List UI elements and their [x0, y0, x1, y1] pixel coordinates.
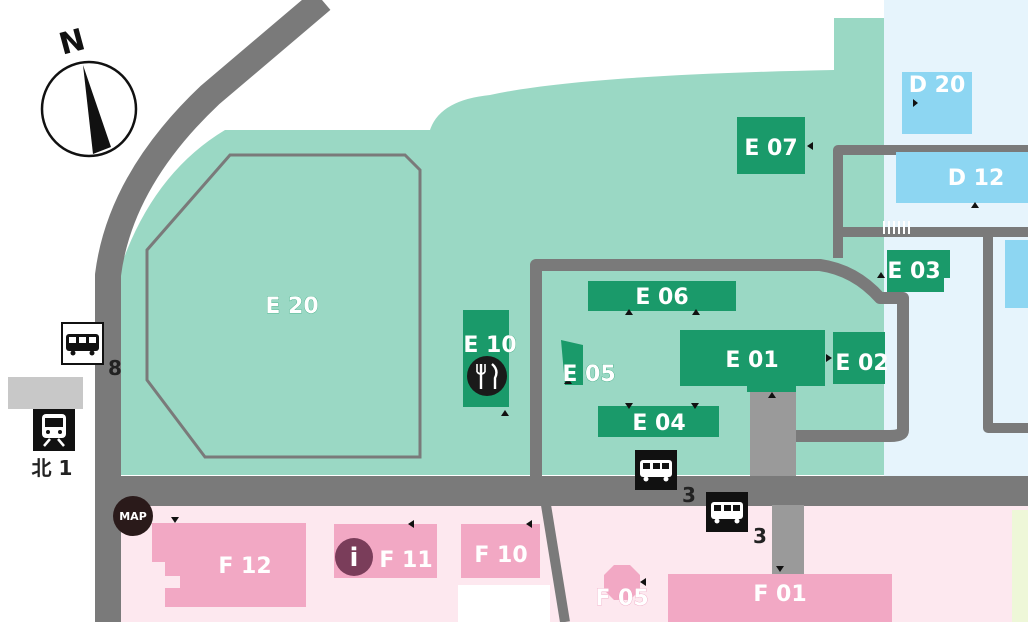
building-d12[interactable] [896, 152, 1028, 203]
info-icon[interactable]: i [335, 538, 373, 576]
bus-stop-8-number: 8 [108, 356, 122, 380]
white-lane [458, 585, 550, 622]
label-e01: E 01 [725, 348, 778, 373]
label-f11: F 11 [379, 548, 432, 573]
stair-stripes [883, 221, 910, 234]
building-f01[interactable] [668, 574, 892, 622]
compass-north-label: N [55, 22, 88, 62]
label-d20: D 20 [909, 73, 966, 98]
station-kita-1[interactable] [33, 409, 75, 451]
label-e20: E 20 [265, 294, 318, 319]
building-e02[interactable] [833, 332, 885, 384]
bus-stop-3-south[interactable] [706, 492, 748, 532]
building-e06[interactable] [588, 281, 736, 311]
walkway-e01 [750, 388, 796, 476]
label-e05: E 05 [562, 362, 615, 387]
map-badge-label: MAP [119, 510, 147, 523]
pale-green-strip [1012, 510, 1028, 622]
building-f10[interactable] [461, 524, 540, 578]
building-e07[interactable] [737, 117, 805, 174]
label-f05: F 05 [595, 586, 648, 611]
building-e05[interactable] [561, 340, 583, 385]
walkway-f01 [772, 505, 804, 577]
entrance-markers [171, 99, 979, 586]
label-e03: E 03 [887, 259, 940, 284]
building-e01[interactable] [680, 330, 825, 392]
label-e06: E 06 [635, 285, 688, 310]
compass: N [40, 22, 138, 158]
sports-field [145, 153, 422, 459]
bus-stop-3-north[interactable] [635, 450, 677, 490]
restaurant-icon[interactable] [467, 356, 507, 396]
building-e03[interactable] [887, 250, 950, 292]
label-f01: F 01 [753, 582, 806, 607]
compass-needle [83, 65, 111, 154]
bus-stop-8[interactable] [61, 322, 104, 365]
building-e04[interactable] [598, 406, 719, 437]
label-f10: F 10 [474, 543, 527, 568]
label-e10: E 10 [463, 333, 516, 358]
label-d12: D 12 [948, 166, 1005, 191]
label-e02: E 02 [835, 351, 888, 376]
building-blue-edge [1005, 240, 1028, 308]
map-badge[interactable]: MAP [113, 496, 153, 536]
bus-stop-3-south-number: 3 [753, 524, 767, 548]
info-badge-label: i [350, 543, 359, 573]
bus-icon [711, 502, 743, 524]
train-icon [42, 414, 66, 447]
grey-block-left [8, 377, 83, 409]
bus-icon [640, 460, 672, 482]
road-network [95, 0, 1028, 623]
label-e07: E 07 [744, 136, 797, 161]
building-f05[interactable] [604, 565, 640, 600]
building-f12[interactable] [152, 523, 306, 607]
bus-icon [66, 334, 99, 356]
label-e04: E 04 [632, 411, 685, 436]
label-f12: F 12 [218, 554, 271, 579]
station-label: 北 1 [32, 456, 73, 480]
bus-stop-3-north-number: 3 [682, 483, 696, 507]
